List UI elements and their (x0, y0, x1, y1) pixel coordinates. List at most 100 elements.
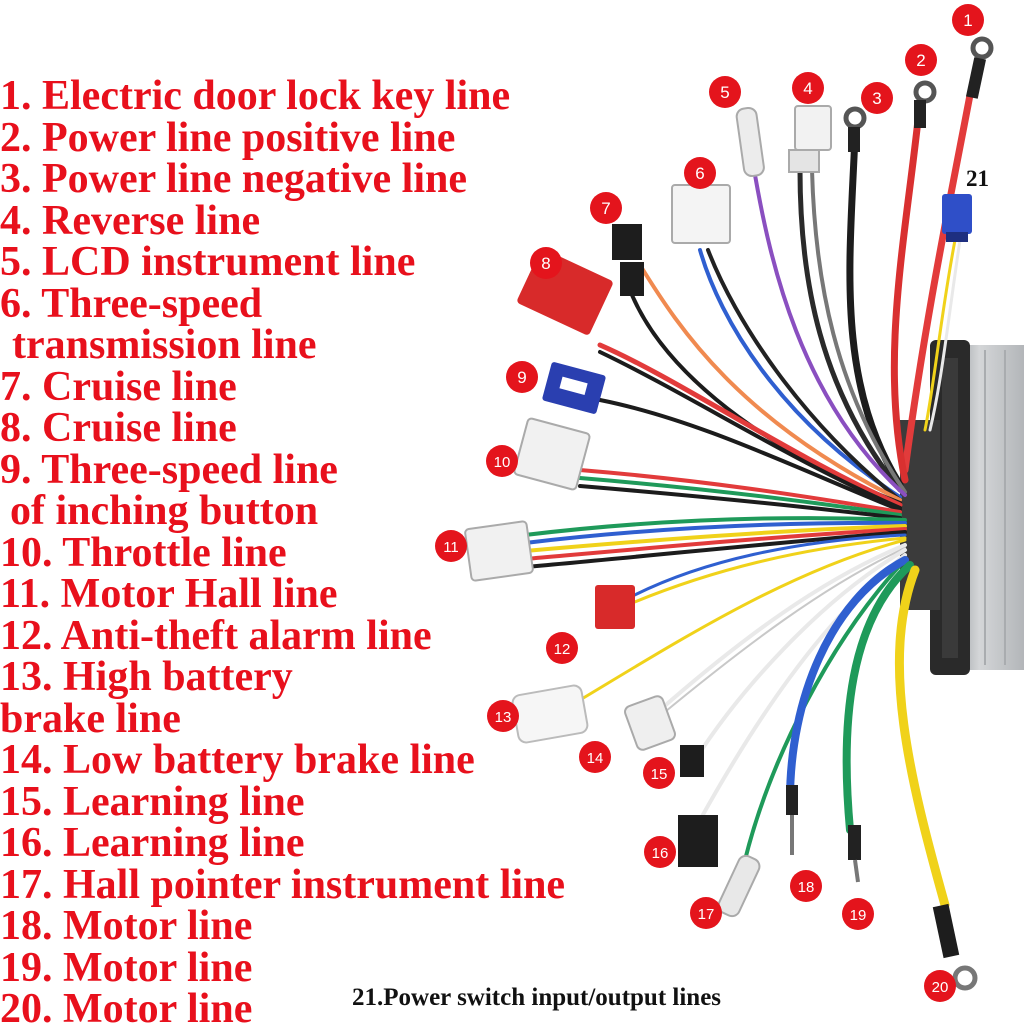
badge-label: 12 (554, 641, 571, 658)
legend-item-19: 19. Motor line (0, 947, 700, 990)
wire-12 (623, 533, 907, 602)
badge-label: 17 (698, 906, 715, 923)
wire-21 (923, 238, 957, 432)
wire-6 (698, 248, 902, 499)
legend-item-11: 11. Motor Hall line (0, 571, 700, 617)
wire-3 (846, 131, 904, 489)
badge-label: 16 (652, 845, 669, 862)
legend-item-label: 6. Three-speed (0, 280, 263, 327)
badge-3: 3 (861, 82, 893, 114)
badge-label: 9 (517, 368, 526, 387)
badge-5: 5 (709, 76, 741, 108)
wire-19 (842, 561, 914, 834)
legend-item-5: 5. LCD instrument line (0, 239, 700, 285)
wire-7 (638, 263, 902, 502)
legend-item-label: 11. Motor Hall line (0, 571, 338, 617)
legend-item-label: 16. Learning line (0, 820, 305, 866)
legend-item-20: 20. Motor line (0, 986, 700, 1032)
badge-label: 20 (932, 979, 949, 996)
badge-label: 2 (916, 51, 925, 70)
badge-14: 14 (579, 741, 611, 773)
badge-label: 11 (443, 539, 459, 556)
legend-item-label: 18. Motor line (0, 903, 253, 949)
wire-20 (894, 565, 950, 910)
badge-label: 19 (850, 907, 867, 924)
badge-8: 8 (530, 247, 562, 279)
wire-15 (693, 548, 907, 762)
legend-item-label: 8. Cruise line (0, 405, 237, 451)
label-21: 21 (966, 166, 989, 191)
legend-item-2: 2. Power line positive line (0, 114, 700, 161)
badge-label: 3 (872, 89, 881, 108)
badge-9: 9 (506, 361, 538, 393)
badge-label: 6 (695, 164, 704, 183)
legend-item-label: 20. Motor line (0, 986, 253, 1032)
wire-18 (786, 556, 909, 804)
badge-label: 13 (495, 709, 512, 726)
controller-housing (900, 340, 1024, 675)
wire-1 (901, 91, 974, 474)
badge-label: 5 (720, 83, 729, 102)
badge-6: 6 (684, 157, 716, 189)
wire-14 (658, 543, 907, 712)
legend-item-14: 14. Low battery brake line (0, 737, 700, 783)
legend-item-7: 7. Cruise line (0, 363, 700, 410)
badge-18: 18 (790, 870, 822, 902)
legend-item-17: 17. Hall pointer instrument line (0, 861, 700, 908)
wire-2 (890, 116, 922, 484)
badge-label: 15 (651, 766, 668, 783)
badge-11: 11 (435, 530, 467, 562)
legend-item-12: 12. Anti-theft alarm line (0, 612, 700, 659)
legend-item-16: 16. Learning line (0, 820, 700, 866)
wire-9 (598, 398, 902, 512)
wire-4 (797, 167, 903, 493)
badge-1: 1 (952, 4, 984, 36)
badge-16: 16 (644, 836, 676, 868)
legend-item-label-continued: of inching button (10, 488, 319, 534)
badge-4: 4 (792, 72, 824, 104)
badge-2: 2 (905, 44, 937, 76)
legend-item-8: 8. Cruise line (0, 405, 700, 451)
badge-13: 13 (487, 700, 519, 732)
badge-7: 7 (590, 192, 622, 224)
wire-bundle (523, 91, 974, 910)
badge-20: 20 (924, 970, 956, 1002)
legend-item-label-continued: brake line (0, 695, 181, 742)
legend-item-label-continued: transmission line (12, 322, 317, 368)
badge-label: 10 (494, 454, 511, 471)
legend-item-label: 1. Electric door lock key line (0, 73, 511, 119)
legend-item-4: 4. Reverse line (0, 197, 700, 244)
badge-label: 8 (541, 254, 550, 273)
legend-item-label: 7. Cruise line (0, 363, 237, 410)
legend-item-label: 10. Throttle line (0, 529, 287, 576)
badge-label: 4 (803, 79, 812, 98)
badge-12: 12 (546, 632, 578, 664)
wire-5 (753, 173, 907, 497)
footnote: 21.Power switch input/output lines (352, 984, 722, 1011)
legend-item-label: 5. LCD instrument line (0, 239, 416, 285)
badge-label: 18 (798, 879, 815, 896)
legend-item-label: 2. Power line positive line (0, 114, 456, 161)
wire-8 (597, 342, 903, 508)
legend-item-label: 3. Power line negative line (0, 156, 467, 202)
badge-17: 17 (690, 897, 722, 929)
wire-11 (523, 516, 907, 537)
badge-15: 15 (643, 757, 675, 789)
legend-item-label: 14. Low battery brake line (0, 737, 475, 783)
legend-item-label: 15. Learning line (0, 778, 305, 825)
legend-item-label: 12. Anti-theft alarm line (0, 612, 432, 659)
legend-item-label: 4. Reverse line (0, 197, 261, 244)
legend-item-18: 18. Motor line (0, 903, 700, 949)
legend-item-1: 1. Electric door lock key line (0, 73, 700, 119)
badge-label: 7 (601, 199, 610, 218)
legend-item-3: 3. Power line negative line (0, 156, 700, 202)
legend-item-label: 9. Three-speed line (0, 446, 338, 493)
legend-item-label: 13. High battery (0, 654, 293, 700)
legend-item-label: 17. Hall pointer instrument line (0, 861, 566, 908)
